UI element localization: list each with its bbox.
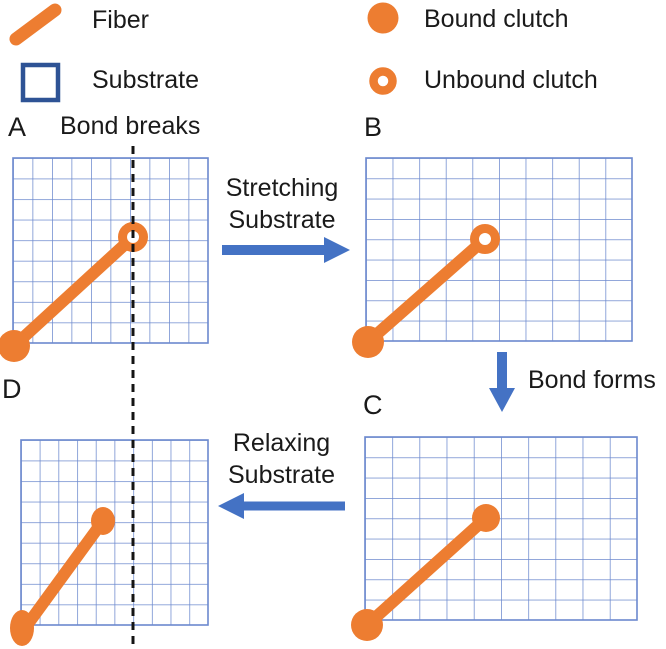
bound-clutch-b [352,326,384,358]
stretching-substrate-line1: Stretching [225,174,339,202]
panel-d-graphic [10,439,209,646]
bound-clutch-icon [367,2,399,34]
fiber-b [362,233,491,348]
substrate-icon [20,62,61,103]
fiber-c [361,512,492,631]
panel-b-graphic [352,157,633,358]
legend-label-fiber: Fiber [92,6,149,34]
panel-c-graphic [351,436,638,641]
bound-clutch-c-top [472,504,500,532]
bond-forms-arrow [489,352,515,412]
fiber-icon [9,3,62,46]
fiber-d [19,515,109,634]
bond-forms-label: Bond forms [528,366,656,394]
panel-label-a: A [8,112,27,142]
panel-label-c: C [363,390,383,420]
bound-clutch-d-bottom [10,610,34,646]
relaxing-substrate-label: Relaxing Substrate [214,427,349,491]
panel-a-graphic [0,157,209,362]
stretching-arrow [222,237,350,263]
unbound-clutch-icon [369,67,397,95]
bond-breaks-label: Bond breaks [60,112,201,140]
legend-label-bound-clutch: Bound clutch [424,5,569,33]
legend-label-unbound-clutch: Unbound clutch [424,66,598,94]
bound-clutch-a [0,330,30,362]
relaxing-arrow [218,493,345,519]
unbound-clutch-b [470,224,500,254]
stretching-substrate-line2: Substrate [228,206,336,234]
relaxing-substrate-line1: Relaxing [232,429,331,457]
panel-label-d: D [2,374,22,404]
panel-label-b: B [364,112,383,142]
bound-clutch-d-top [91,507,115,535]
legend-label-substrate: Substrate [92,66,200,94]
stretching-substrate-label: Stretching Substrate [212,172,352,236]
relaxing-substrate-line2: Substrate [227,461,335,489]
bound-clutch-c-bottom [351,609,383,641]
fiber-a [8,231,139,352]
